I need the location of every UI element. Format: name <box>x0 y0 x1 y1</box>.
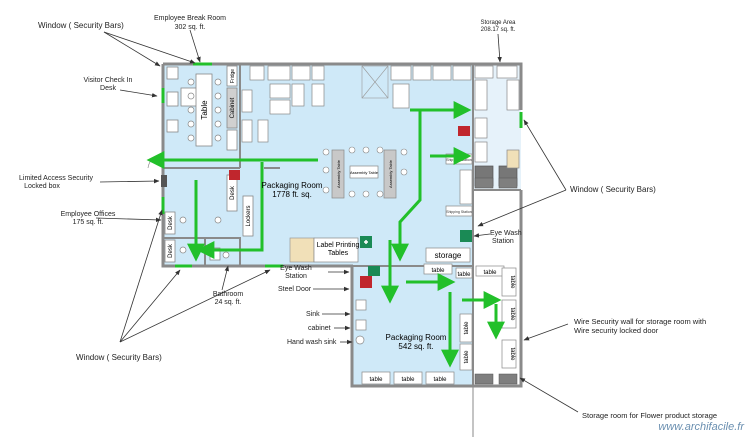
safety-signs <box>229 126 472 288</box>
windows <box>161 62 523 268</box>
assembly-tables: Assembly Table Assembly Table Assembly T… <box>322 146 408 199</box>
flower-storage-callout: Storage room for Flower product storage <box>582 411 717 420</box>
packaging-room-area: 1778 ft. sq. <box>272 190 312 199</box>
window-callout-top: Window ( Security Bars) <box>38 21 124 30</box>
lower-room-furniture: table table table table table table tabl… <box>355 263 517 385</box>
svg-text:table: table <box>464 321 470 335</box>
svg-text:Assembly Table: Assembly Table <box>336 159 341 188</box>
fire-extinguisher-icon <box>458 126 470 136</box>
label-printing-box <box>289 237 315 263</box>
ramp <box>361 65 389 99</box>
break-table-label: Table <box>200 100 209 120</box>
svg-text:table: table <box>457 272 471 278</box>
svg-text:Lockers: Lockers <box>246 205 252 226</box>
storage-box <box>425 247 471 263</box>
window-callout-bottom: Window ( Security Bars) <box>76 353 162 362</box>
assembly-table-1 <box>331 149 345 199</box>
office-desk-3 <box>164 239 176 263</box>
eye-wash-icon <box>368 266 380 276</box>
offices-callout: Employee Offices <box>61 211 116 218</box>
svg-text:Desk: Desk <box>168 215 174 230</box>
svg-text:Label Printing: Label Printing <box>317 242 360 249</box>
svg-text:Wire security locked door: Wire security locked door <box>574 326 659 335</box>
fire-extinguisher-icon <box>229 170 240 180</box>
storage-rack <box>474 373 494 385</box>
svg-text:table: table <box>509 275 515 289</box>
break-room: Table Fridge Cabinet <box>166 65 238 151</box>
steel-door-callout: Steel Door <box>278 286 312 293</box>
lower-packaging-room-title: Packaging Room <box>386 333 447 342</box>
eye-wash-icon <box>460 230 472 242</box>
watermark: www.archifacile.fr <box>658 421 744 433</box>
svg-text:Assembly Table: Assembly Table <box>388 159 393 188</box>
hand-wash-sink-callout: Hand wash sink <box>287 339 337 346</box>
break-cabinet <box>226 87 238 129</box>
fire-extinguisher-icon <box>360 276 372 288</box>
assembly-table-3 <box>383 149 397 199</box>
storage-rack <box>498 177 518 189</box>
lower-cabinet <box>355 319 367 331</box>
sink <box>355 299 367 311</box>
bathroom-callout: Bathroom <box>213 291 244 298</box>
svg-text:table: table <box>431 268 445 274</box>
svg-text:Tables: Tables <box>328 250 349 257</box>
storage-area-callout: Storage Area <box>480 20 516 26</box>
svg-text:table: table <box>433 377 447 383</box>
svg-text:storage: storage <box>435 251 462 260</box>
svg-text:table: table <box>509 347 515 361</box>
svg-text:table: table <box>464 350 470 364</box>
svg-text:table: table <box>369 377 383 383</box>
hand-wash-sink <box>355 335 365 345</box>
packaging-room-title: Packaging Room <box>262 181 323 190</box>
lockers <box>242 195 254 237</box>
svg-text:Fridge: Fridge <box>230 69 236 83</box>
break-room-callout: Employee Break Room <box>154 15 226 22</box>
sink-callout: Sink <box>306 311 320 318</box>
lower-packaging-room-area: 542 sq. ft. <box>398 342 433 351</box>
limited-access-callout: Limited Access Security <box>19 175 93 182</box>
evacuation-routes <box>146 101 505 368</box>
break-table <box>195 73 213 147</box>
svg-text:table: table <box>483 270 497 276</box>
eye-wash-callout-right: Eye Wash <box>490 230 522 237</box>
window-callout-right: Window ( Security Bars) <box>570 185 656 194</box>
svg-text:Station: Station <box>285 273 307 280</box>
svg-text:Desk: Desk <box>100 85 116 92</box>
cabinet-callout: cabinet <box>308 325 331 332</box>
office-desk-2 <box>164 211 176 235</box>
main-packaging-furniture <box>241 65 520 187</box>
callout-leaders <box>95 29 579 413</box>
fridge <box>226 65 238 87</box>
svg-text:24 sq. ft.: 24 sq. ft. <box>215 299 242 306</box>
storage-rack <box>498 373 518 385</box>
svg-text:Station: Station <box>492 238 514 245</box>
svg-text:Cabinet: Cabinet <box>230 97 236 118</box>
svg-text:Desk: Desk <box>230 185 236 200</box>
callout-text: Window ( Security Bars) Employee Break R… <box>19 15 717 420</box>
svg-text:Desk: Desk <box>168 243 174 258</box>
label-printing-tables <box>313 237 359 263</box>
assembly-table-2 <box>349 165 379 179</box>
visitor-desk-callout: Visitor Check In <box>84 77 133 84</box>
wire-security-callout: Wire Security wall for storage room with <box>574 317 706 326</box>
grey-storage-racks <box>474 177 518 385</box>
svg-text:table: table <box>401 377 415 383</box>
eye-wash-callout-mid: Eye Wash <box>280 265 312 272</box>
locked-box <box>161 175 167 187</box>
svg-text:Locked box: Locked box <box>24 183 60 190</box>
svg-text:302 sq. ft.: 302 sq. ft. <box>175 24 206 31</box>
walls <box>161 62 523 388</box>
svg-text:Shipping Station: Shipping Station <box>446 158 472 162</box>
offices: Desk Lockers Desk Desk <box>147 153 254 263</box>
svg-text:Assembly Table: Assembly Table <box>350 170 379 175</box>
storage-rack <box>474 177 494 189</box>
svg-text:Shipping Station: Shipping Station <box>446 210 472 214</box>
svg-text:208.17 sq. ft.: 208.17 sq. ft. <box>481 27 516 33</box>
svg-text:table: table <box>509 307 515 321</box>
svg-text:175 sq. ft.: 175 sq. ft. <box>73 219 104 226</box>
